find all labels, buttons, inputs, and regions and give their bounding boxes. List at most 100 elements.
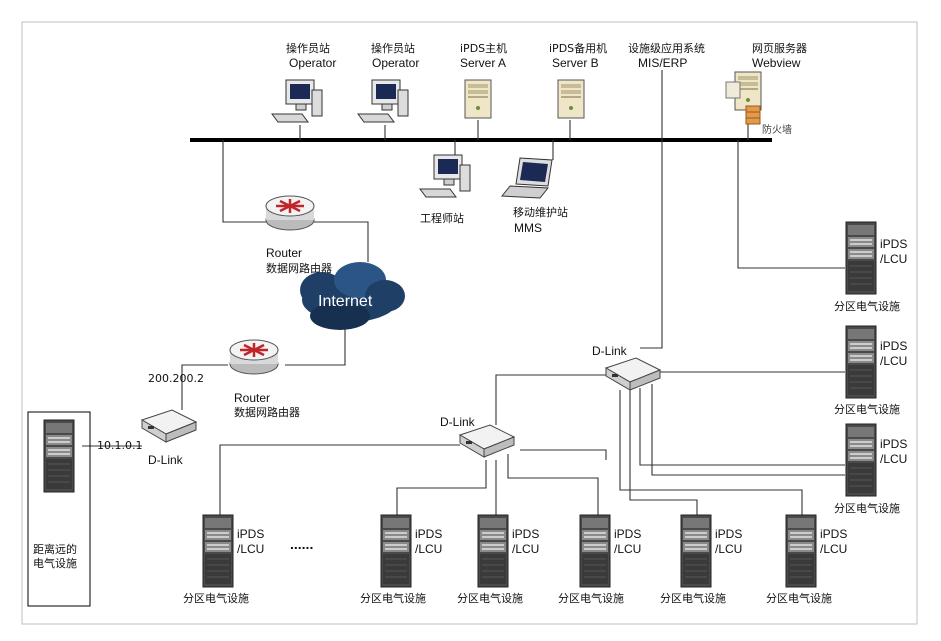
ipds-label: iPDS: [237, 527, 264, 541]
rack-icon: [680, 514, 712, 588]
zone-label: 分区电气设施: [457, 591, 523, 605]
mms-en-label: MMS: [514, 221, 542, 235]
dlink-upper: D-Link: [592, 344, 661, 391]
ipds-label: iPDS: [512, 527, 539, 541]
rack-icon: [202, 514, 234, 588]
zone-rack-bottom-6: iPDS /LCU 分区电气设施: [766, 514, 847, 605]
server-a-en-label: Server A: [460, 56, 506, 70]
rack-icon: [43, 419, 75, 493]
zone-label: 分区电气设施: [834, 299, 900, 313]
connection-lines: [82, 70, 845, 515]
router-icon: [228, 338, 280, 376]
remote-facility: 距离远的 电气设施: [27, 411, 91, 607]
cloud-icon: [300, 262, 405, 330]
server-b-en-label: Server B: [552, 56, 599, 70]
rack-icon: [845, 221, 877, 295]
dlink-lower: D-Link: [440, 415, 515, 458]
mis-erp-system: 设施级应用系统 MIS/ERP: [628, 41, 705, 70]
server-b-cn-label: iPDS备用机: [549, 41, 607, 55]
remote-label-2: 电气设施: [33, 556, 77, 570]
rack-icon: [380, 514, 412, 588]
router-lower: Router 数据网路由器: [228, 338, 300, 419]
operator-station-1: 操作员站 Operator: [271, 41, 336, 123]
ipds-label: iPDS: [880, 237, 907, 251]
zone-rack-bottom-1: iPDS /LCU 分区电气设施: [183, 514, 264, 605]
zone-label: 分区电气设施: [360, 591, 426, 605]
operator-station-2: 操作员站 Operator: [357, 41, 419, 123]
zone-rack-bottom-5: iPDS /LCU 分区电气设施: [660, 514, 742, 605]
rack-icon: [579, 514, 611, 588]
dlink-upper-label: D-Link: [592, 344, 628, 358]
switch-icon: [141, 409, 197, 443]
internet-cloud: Internet: [300, 262, 405, 330]
zone-label: 分区电气设施: [558, 591, 624, 605]
internet-label: Internet: [318, 293, 373, 310]
lcu-label: /LCU: [614, 542, 641, 556]
zone-label: 分区电气设施: [834, 402, 900, 416]
dlink-remote: D-Link: [141, 409, 197, 467]
router-icon: [264, 194, 316, 232]
firewall-icon: [745, 105, 761, 125]
mms-cn-label: 移动维护站: [513, 205, 568, 219]
ipds-label: iPDS: [880, 339, 907, 353]
ellipsis: ......: [290, 536, 313, 552]
ipds-label: iPDS: [715, 527, 742, 541]
mis-cn-label: 设施级应用系统: [628, 41, 705, 55]
rack-icon: [785, 514, 817, 588]
lcu-label: /LCU: [880, 452, 907, 466]
firewall-label: 防火墙: [762, 123, 792, 136]
zone-rack-bottom-4: iPDS /LCU 分区电气设施: [558, 514, 641, 605]
web-en-label: Webview: [752, 56, 801, 70]
rack-icon: [845, 423, 877, 497]
diagram-frame: [21, 21, 918, 625]
zone-rack-right-2: iPDS /LCU 分区电气设施: [834, 325, 907, 416]
zone-label: 分区电气设施: [834, 501, 900, 515]
engineer-label: 工程师站: [420, 211, 464, 225]
engineer-station: 工程师站: [419, 154, 471, 225]
server-a: iPDS主机 Server A: [460, 41, 507, 119]
web-server: 网页服务器 Webview 防火墙: [725, 42, 807, 136]
lcu-label: /LCU: [880, 252, 907, 266]
zone-label: 分区电气设施: [766, 591, 832, 605]
router-lower-en-label: Router: [234, 391, 270, 405]
lcu-label: /LCU: [415, 542, 442, 556]
web-cn-label: 网页服务器: [752, 42, 807, 55]
rack-icon: [845, 325, 877, 399]
operator-1-cn-label: 操作员站: [286, 41, 330, 55]
switch-icon: [459, 424, 515, 458]
mis-en-label: MIS/ERP: [638, 56, 687, 70]
ipds-label: iPDS: [415, 527, 442, 541]
server-b: iPDS备用机 Server B: [549, 41, 607, 119]
lcu-label: /LCU: [880, 354, 907, 368]
remote-label-1: 距离远的: [33, 542, 77, 556]
ipds-label: iPDS: [880, 437, 907, 451]
ipds-label: iPDS: [614, 527, 641, 541]
zone-rack-right-1: iPDS /LCU 分区电气设施: [834, 221, 907, 313]
ip-lan-label: 10.1.0.1: [97, 439, 142, 452]
server-a-cn-label: iPDS主机: [460, 41, 507, 55]
mms-laptop: 移动维护站 MMS: [501, 157, 568, 235]
zone-label: 分区电气设施: [660, 591, 726, 605]
router-upper-cn-label: 数据网路由器: [266, 261, 332, 275]
operator-1-en-label: Operator: [289, 56, 336, 70]
operator-2-en-label: Operator: [372, 56, 419, 70]
zone-rack-bottom-2: iPDS /LCU 分区电气设施: [360, 514, 442, 605]
laptop-icon: [501, 157, 553, 199]
router-lower-cn-label: 数据网路由器: [234, 405, 300, 419]
zone-label: 分区电气设施: [183, 591, 249, 605]
lcu-label: /LCU: [237, 542, 264, 556]
router-upper-en-label: Router: [266, 246, 302, 260]
operator-2-cn-label: 操作员站: [371, 41, 415, 55]
zone-rack-bottom-3: iPDS /LCU 分区电气设施: [457, 514, 539, 605]
ip-wan-label: 200.200.2: [148, 372, 204, 385]
lcu-label: /LCU: [512, 542, 539, 556]
dlink-lower-label: D-Link: [440, 415, 476, 429]
lcu-label: /LCU: [820, 542, 847, 556]
rack-icon: [477, 514, 509, 588]
router-upper: Router 数据网路由器: [264, 194, 332, 275]
dlink-remote-label: D-Link: [148, 453, 184, 467]
ipds-label: iPDS: [820, 527, 847, 541]
lcu-label: /LCU: [715, 542, 742, 556]
